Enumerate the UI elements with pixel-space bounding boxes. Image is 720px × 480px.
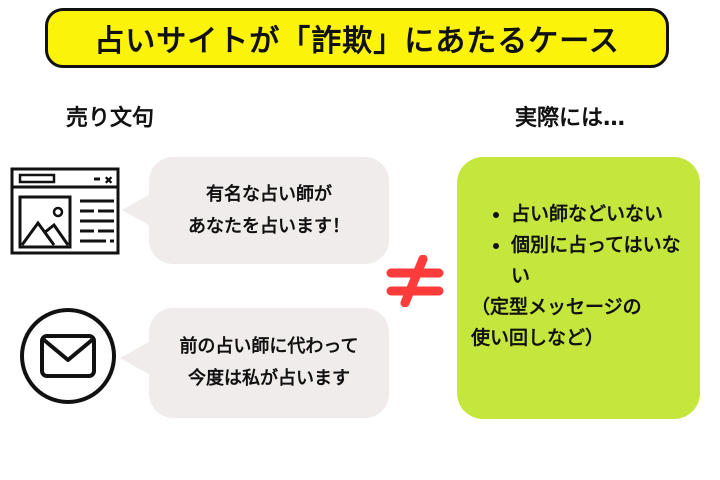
reality-list: 占い師などいない 個別に占ってはいない: [471, 199, 688, 292]
bubble-2-line-2: 今度は私が占います: [187, 368, 350, 389]
speech-bubble-2: 前の占い師に代わって 今度は私が占います: [149, 308, 389, 418]
reality-note-line-1: （定型メッセージの: [471, 296, 642, 318]
bubble-1-line-1: 有名な占い師が: [206, 183, 332, 205]
speech-bubble-tail: [120, 340, 152, 376]
envelope-icon: [20, 308, 116, 404]
reality-note-line-2: 使い回しなど）: [471, 327, 605, 349]
not-equal-icon: [386, 255, 444, 307]
reality-note: （定型メッセージの 使い回しなど）: [471, 292, 688, 354]
browser-window-icon: ✖: [10, 167, 120, 255]
speech-bubble-1: 有名な占い師が あなたを占います！: [149, 157, 389, 264]
left-heading: 売り文句: [66, 106, 155, 131]
bubble-1-line-2: あなたを占います！: [188, 215, 350, 237]
speech-bubble-tail: [122, 192, 154, 228]
right-heading: 実際には…: [515, 106, 626, 131]
reality-box: 占い師などいない 個別に占ってはいない （定型メッセージの 使い回しなど）: [457, 157, 700, 419]
bubble-2-line-1: 前の占い師に代わって: [179, 336, 359, 357]
page-title: 占いサイトが「詐欺」にあたるケース: [94, 24, 620, 59]
title-banner: 占いサイトが「詐欺」にあたるケース: [45, 8, 669, 68]
svg-text:✖: ✖: [104, 174, 113, 187]
reality-bullet: 個別に占ってはいない: [511, 230, 688, 292]
reality-bullet: 占い師などいない: [511, 199, 688, 230]
